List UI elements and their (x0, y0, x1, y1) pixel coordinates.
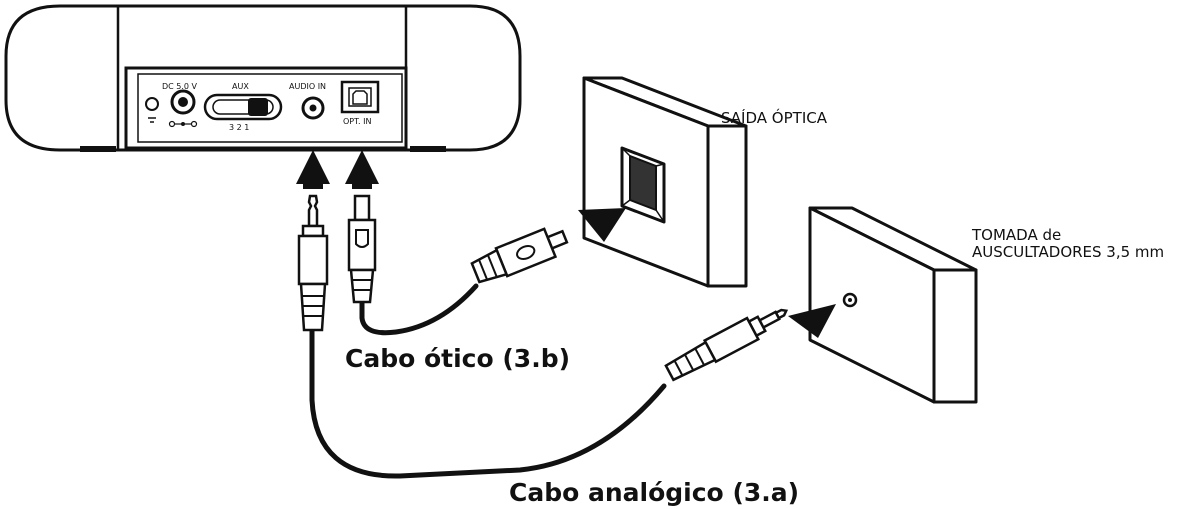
opt-in-label: OPT. IN (343, 117, 372, 126)
audio-in-label: AUDIO IN (289, 82, 326, 91)
headphone-socket-label-line1: TOMADA de (972, 226, 1062, 244)
aux-positions-label: 3 2 1 (229, 123, 249, 132)
power-button-icon (145, 97, 159, 123)
dc-jack-icon (168, 89, 198, 128)
analog-cable (297, 194, 789, 479)
analog-plug-socket-end-icon (664, 308, 789, 382)
arrow-up-optical-icon (345, 150, 379, 189)
connector-panel: DC 5.0 V AUX 3 2 1 AUDIO IN OPT. IN (124, 66, 408, 150)
optical-output-label: SAÍDA ÓPTICA (721, 109, 827, 127)
optical-plug-device-end-icon (347, 194, 377, 304)
aux-switch (203, 93, 283, 121)
arrow-up-audio-icon (296, 150, 330, 189)
arrow-to-optical-output-icon (578, 208, 626, 242)
audio-in-jack-icon (301, 96, 325, 120)
optical-output-panel (582, 76, 748, 288)
headphone-socket-panel (808, 206, 978, 404)
optical-plug-output-end-icon (470, 227, 569, 284)
headphone-socket-label-line2: AUSCULTADORES 3,5 mm (972, 243, 1165, 261)
optical-cable (347, 194, 569, 336)
arrow-to-headphone-socket-icon (788, 304, 836, 338)
analog-plug-device-end-icon (297, 194, 329, 332)
optical-cable-label: Cabo ótico (3.b) (345, 344, 571, 373)
dc-label: DC 5.0 V (162, 82, 198, 91)
optical-in-port-icon (340, 80, 380, 114)
aux-label: AUX (232, 82, 249, 91)
analog-cable-label: Cabo analógico (3.a) (509, 478, 800, 507)
